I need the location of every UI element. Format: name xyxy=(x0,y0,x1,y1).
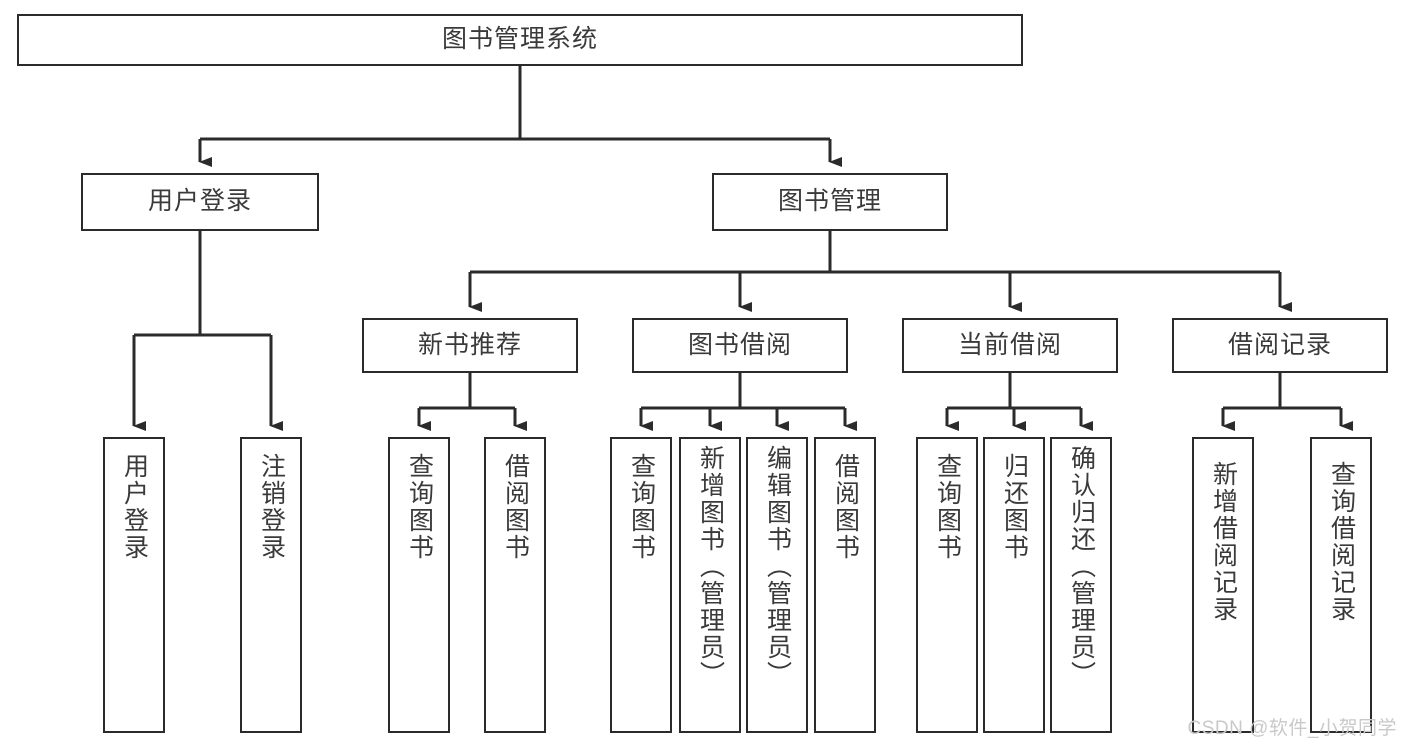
node-borrow-borrow-book[interactable]: 借阅图书 xyxy=(814,437,876,733)
node-current-return-book[interactable]: 归还图书 xyxy=(983,437,1045,733)
connector-group-new-book-recommend xyxy=(417,373,527,431)
node-user-logout[interactable]: 注销登录 xyxy=(240,437,302,733)
node-book-borrow[interactable]: 图书借阅 xyxy=(632,318,848,373)
node-user-login-do[interactable]: 用户登录 xyxy=(103,437,165,733)
connector-group-book-borrow xyxy=(639,373,857,431)
node-record-query-label: 查询借阅记录 xyxy=(1327,461,1356,623)
node-root[interactable]: 图书管理系统 xyxy=(17,14,1023,66)
node-recommend-query-book-label: 查询图书 xyxy=(405,453,434,561)
connector-group-book-manage xyxy=(468,231,1292,312)
node-book-manage[interactable]: 图书管理 xyxy=(712,173,948,231)
node-borrow-records-label: 借阅记录 xyxy=(1227,330,1332,359)
node-recommend-query-book[interactable]: 查询图书 xyxy=(388,437,450,733)
node-borrow-query-book-label: 查询图书 xyxy=(627,453,656,561)
node-record-query[interactable]: 查询借阅记录 xyxy=(1310,437,1372,733)
node-user-logout-label: 注销登录 xyxy=(257,453,286,561)
node-borrow-records[interactable]: 借阅记录 xyxy=(1172,318,1388,373)
node-current-borrow[interactable]: 当前借阅 xyxy=(902,318,1118,373)
connector-group-borrow-records xyxy=(1221,373,1353,431)
node-book-manage-label: 图书管理 xyxy=(777,187,882,216)
node-new-book-recommend-label: 新书推荐 xyxy=(417,330,522,359)
node-user-login-label: 用户登录 xyxy=(147,187,252,216)
node-root-label: 图书管理系统 xyxy=(441,25,598,54)
node-borrow-add-book-label: 新增图书（管理员） xyxy=(696,445,725,688)
node-borrow-borrow-book-label: 借阅图书 xyxy=(831,453,860,561)
node-book-borrow-label: 图书借阅 xyxy=(687,330,792,359)
node-current-confirm-return[interactable]: 确认归还（管理员） xyxy=(1050,437,1112,733)
node-new-book-recommend[interactable]: 新书推荐 xyxy=(362,318,578,373)
csdn-watermark: CSDN @软件_小贺同学 xyxy=(1187,718,1397,739)
node-current-return-book-label: 归还图书 xyxy=(1000,453,1029,561)
connector-group-user-login xyxy=(132,231,283,431)
node-borrow-query-book[interactable]: 查询图书 xyxy=(610,437,672,733)
node-user-login[interactable]: 用户登录 xyxy=(81,173,319,231)
node-record-add-label: 新增借阅记录 xyxy=(1209,461,1238,623)
node-recommend-borrow-book-label: 借阅图书 xyxy=(501,453,530,561)
connector-group-root xyxy=(198,66,842,167)
node-current-query-book[interactable]: 查询图书 xyxy=(916,437,978,733)
node-borrow-add-book[interactable]: 新增图书（管理员） xyxy=(679,437,741,733)
node-current-query-book-label: 查询图书 xyxy=(933,453,962,561)
connector-group-current-borrow xyxy=(945,373,1093,431)
node-recommend-borrow-book[interactable]: 借阅图书 xyxy=(484,437,546,733)
node-current-confirm-return-label: 确认归还（管理员） xyxy=(1067,445,1096,688)
node-borrow-edit-book[interactable]: 编辑图书（管理员） xyxy=(746,437,808,733)
node-current-borrow-label: 当前借阅 xyxy=(957,330,1062,359)
node-borrow-edit-book-label: 编辑图书（管理员） xyxy=(763,445,792,688)
node-record-add[interactable]: 新增借阅记录 xyxy=(1192,437,1254,733)
node-user-login-do-label: 用户登录 xyxy=(120,453,149,561)
